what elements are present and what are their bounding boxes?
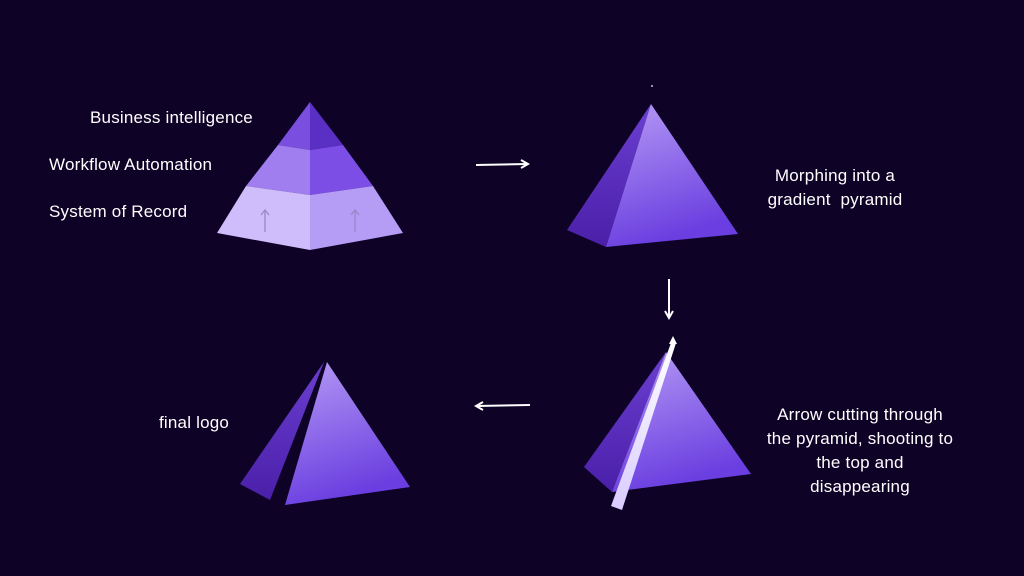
gradient-pyramid bbox=[567, 85, 738, 247]
pyramid-layer-top-left bbox=[278, 102, 310, 150]
left-arrow-icon bbox=[473, 401, 531, 411]
arrow-caption-line: disappearing bbox=[810, 477, 910, 496]
arrow-pyramid-side bbox=[584, 352, 666, 492]
arrow-caption-line: the top and bbox=[816, 453, 904, 472]
gradient-pyramid-side bbox=[567, 104, 651, 247]
arrow-caption-line: the pyramid, shooting to bbox=[766, 429, 954, 448]
arrow-caption-line: Arrow cutting through bbox=[777, 405, 943, 424]
gradient-pyramid-face bbox=[606, 104, 738, 247]
pyramid-layer-bottom-right bbox=[310, 186, 403, 250]
arrow-caption: Arrow cutting through the pyramid, shoot… bbox=[735, 403, 985, 499]
tip-dot bbox=[651, 85, 653, 87]
up-arrow-icon bbox=[350, 208, 360, 232]
pyramid-layer-top-right bbox=[310, 102, 343, 150]
right-arrow-icon bbox=[475, 159, 531, 169]
pyramid-layer-middle-right bbox=[310, 145, 373, 195]
arrow-blade bbox=[611, 343, 676, 510]
final-logo bbox=[240, 362, 410, 505]
layer-label-middle: Workflow Automation bbox=[49, 155, 213, 174]
final-caption: final logo bbox=[159, 413, 230, 432]
layered-pyramid bbox=[217, 102, 403, 250]
morph-caption-line: Morphing into a bbox=[774, 166, 896, 185]
up-arrow-icon bbox=[260, 208, 270, 232]
pyramid-layer-middle-left bbox=[246, 145, 310, 195]
down-arrow-icon bbox=[664, 279, 674, 321]
layer-label-bottom: System of Record bbox=[49, 202, 188, 221]
morph-caption-line: gradient pyramid bbox=[767, 190, 903, 209]
arrow-pyramid bbox=[584, 336, 751, 510]
layer-label-top: Business intelligence bbox=[90, 108, 253, 127]
final-logo-sliver bbox=[240, 362, 324, 500]
arrow-pyramid-face bbox=[612, 352, 751, 492]
morph-caption: Morphing into a gradient pyramid bbox=[740, 164, 930, 212]
up-arrow-icon bbox=[669, 336, 677, 344]
final-logo-face bbox=[285, 362, 410, 505]
pyramid-layer-bottom-left bbox=[217, 186, 310, 250]
